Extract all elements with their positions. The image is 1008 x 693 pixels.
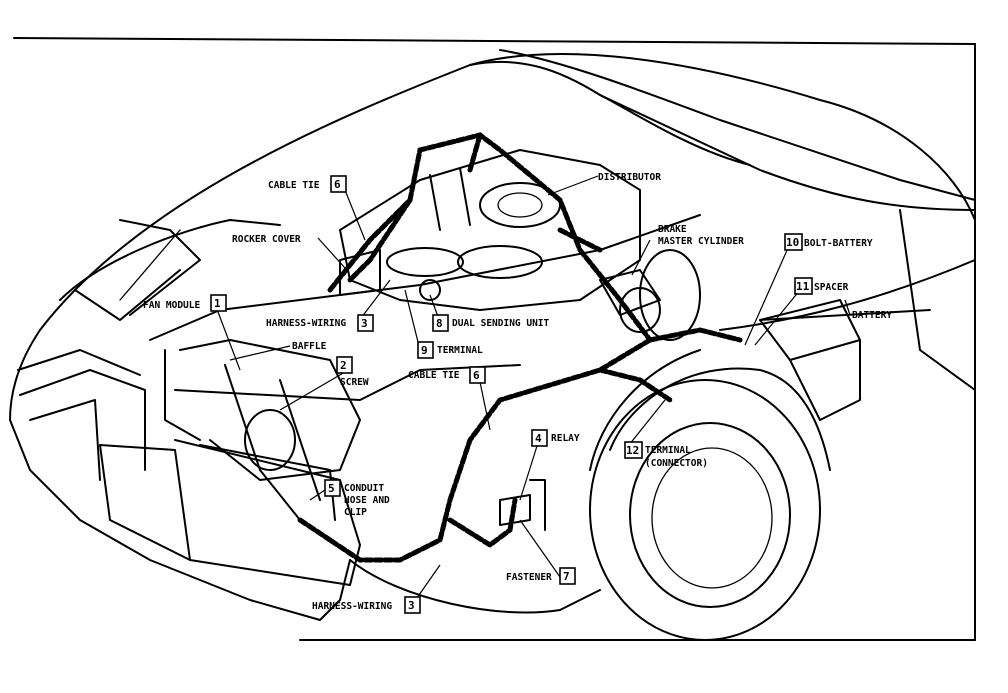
callout-cable-tie-6-lower: CABLE TIE 6: [408, 366, 486, 384]
svg-text:6: 6: [473, 369, 480, 382]
callout-brake-master-cylinder: BRAKE MASTER CYLINDER: [658, 224, 744, 247]
svg-text:CABLE TIE: CABLE TIE: [268, 180, 320, 191]
svg-text:2: 2: [340, 359, 347, 372]
svg-text:3: 3: [361, 317, 368, 330]
callout-spacer-11: 11 SPACER: [794, 277, 849, 295]
svg-text:BATTERY: BATTERY: [852, 310, 892, 321]
svg-text:CONDUIT: CONDUIT: [344, 483, 384, 494]
svg-text:12: 12: [626, 444, 639, 457]
callout-rocker-cover: ROCKER COVER: [232, 234, 301, 245]
svg-text:BAFFLE: BAFFLE: [292, 341, 327, 352]
callout-fan-module-1: FAN MODULE 1: [143, 294, 227, 312]
svg-text:CLIP: CLIP: [344, 507, 367, 518]
svg-text:SCREW: SCREW: [340, 377, 369, 388]
svg-text:6: 6: [334, 178, 341, 191]
frame: [13, 37, 976, 641]
battery: [759, 299, 861, 421]
callout-harness-wiring-3-top: HARNESS-WIRING 3: [266, 314, 374, 332]
svg-text:TERMINAL: TERMINAL: [437, 345, 483, 356]
svg-text:TERMINAL: TERMINAL: [645, 445, 691, 456]
callout-relay-4: 4 RELAY: [531, 429, 580, 447]
svg-text:HOSE AND: HOSE AND: [344, 495, 390, 506]
svg-text:7: 7: [563, 570, 570, 583]
svg-text:FASTENER: FASTENER: [506, 572, 552, 583]
svg-text:(CONNECTOR): (CONNECTOR): [645, 458, 708, 469]
svg-text:HARNESS-WIRING: HARNESS-WIRING: [266, 318, 346, 329]
svg-text:DISTRIBUTOR: DISTRIBUTOR: [598, 172, 661, 183]
svg-text:4: 4: [535, 432, 542, 445]
svg-text:RELAY: RELAY: [551, 433, 580, 444]
svg-text:10: 10: [786, 236, 799, 249]
callout-screw-2: 2 SCREW: [336, 356, 369, 388]
callout-bolt-battery-10: 10 BOLT-BATTERY: [784, 233, 873, 251]
callout-terminal-connector-12: 12 TERMINAL (CONNECTOR): [624, 441, 708, 469]
front-wheel: [589, 349, 831, 641]
svg-text:1: 1: [214, 297, 221, 310]
svg-text:8: 8: [436, 317, 443, 330]
callout-baffle: BAFFLE: [292, 341, 327, 352]
svg-text:3: 3: [408, 599, 415, 612]
svg-text:ROCKER COVER: ROCKER COVER: [232, 234, 301, 245]
wiring-harness: [297, 132, 743, 563]
svg-text:9: 9: [421, 344, 428, 357]
svg-text:HARNESS-WIRING: HARNESS-WIRING: [312, 601, 392, 612]
svg-text:BRAKE: BRAKE: [658, 224, 687, 235]
callout-dual-sending-unit-8: 8 DUAL SENDING UNIT: [432, 314, 550, 332]
svg-text:SPACER: SPACER: [814, 282, 849, 293]
callout-harness-wiring-3-bottom: HARNESS-WIRING 3: [312, 596, 421, 614]
svg-text:CABLE TIE: CABLE TIE: [408, 370, 460, 381]
svg-text:DUAL SENDING UNIT: DUAL SENDING UNIT: [452, 318, 550, 329]
svg-text:FAN MODULE: FAN MODULE: [143, 300, 200, 311]
engine: [179, 149, 701, 531]
svg-text:BOLT-BATTERY: BOLT-BATTERY: [804, 238, 873, 249]
callout-terminal-9: 9 TERMINAL: [417, 341, 483, 359]
callout-cable-tie-6: CABLE TIE 6: [268, 175, 347, 193]
callout-conduit-hose-clip-5: 5 CONDUIT HOSE AND CLIP: [324, 479, 390, 518]
svg-text:11: 11: [796, 280, 810, 293]
callouts: CABLE TIE 6 DISTRIBUTOR ROCKER COVER BRA…: [143, 172, 892, 614]
callout-battery: BATTERY: [852, 310, 892, 321]
callout-distributor: DISTRIBUTOR: [598, 172, 661, 183]
svg-text:5: 5: [328, 482, 335, 495]
callout-fastener-7: FASTENER 7: [506, 567, 576, 585]
svg-text:MASTER CYLINDER: MASTER CYLINDER: [658, 236, 744, 247]
car-body: [9, 49, 976, 621]
